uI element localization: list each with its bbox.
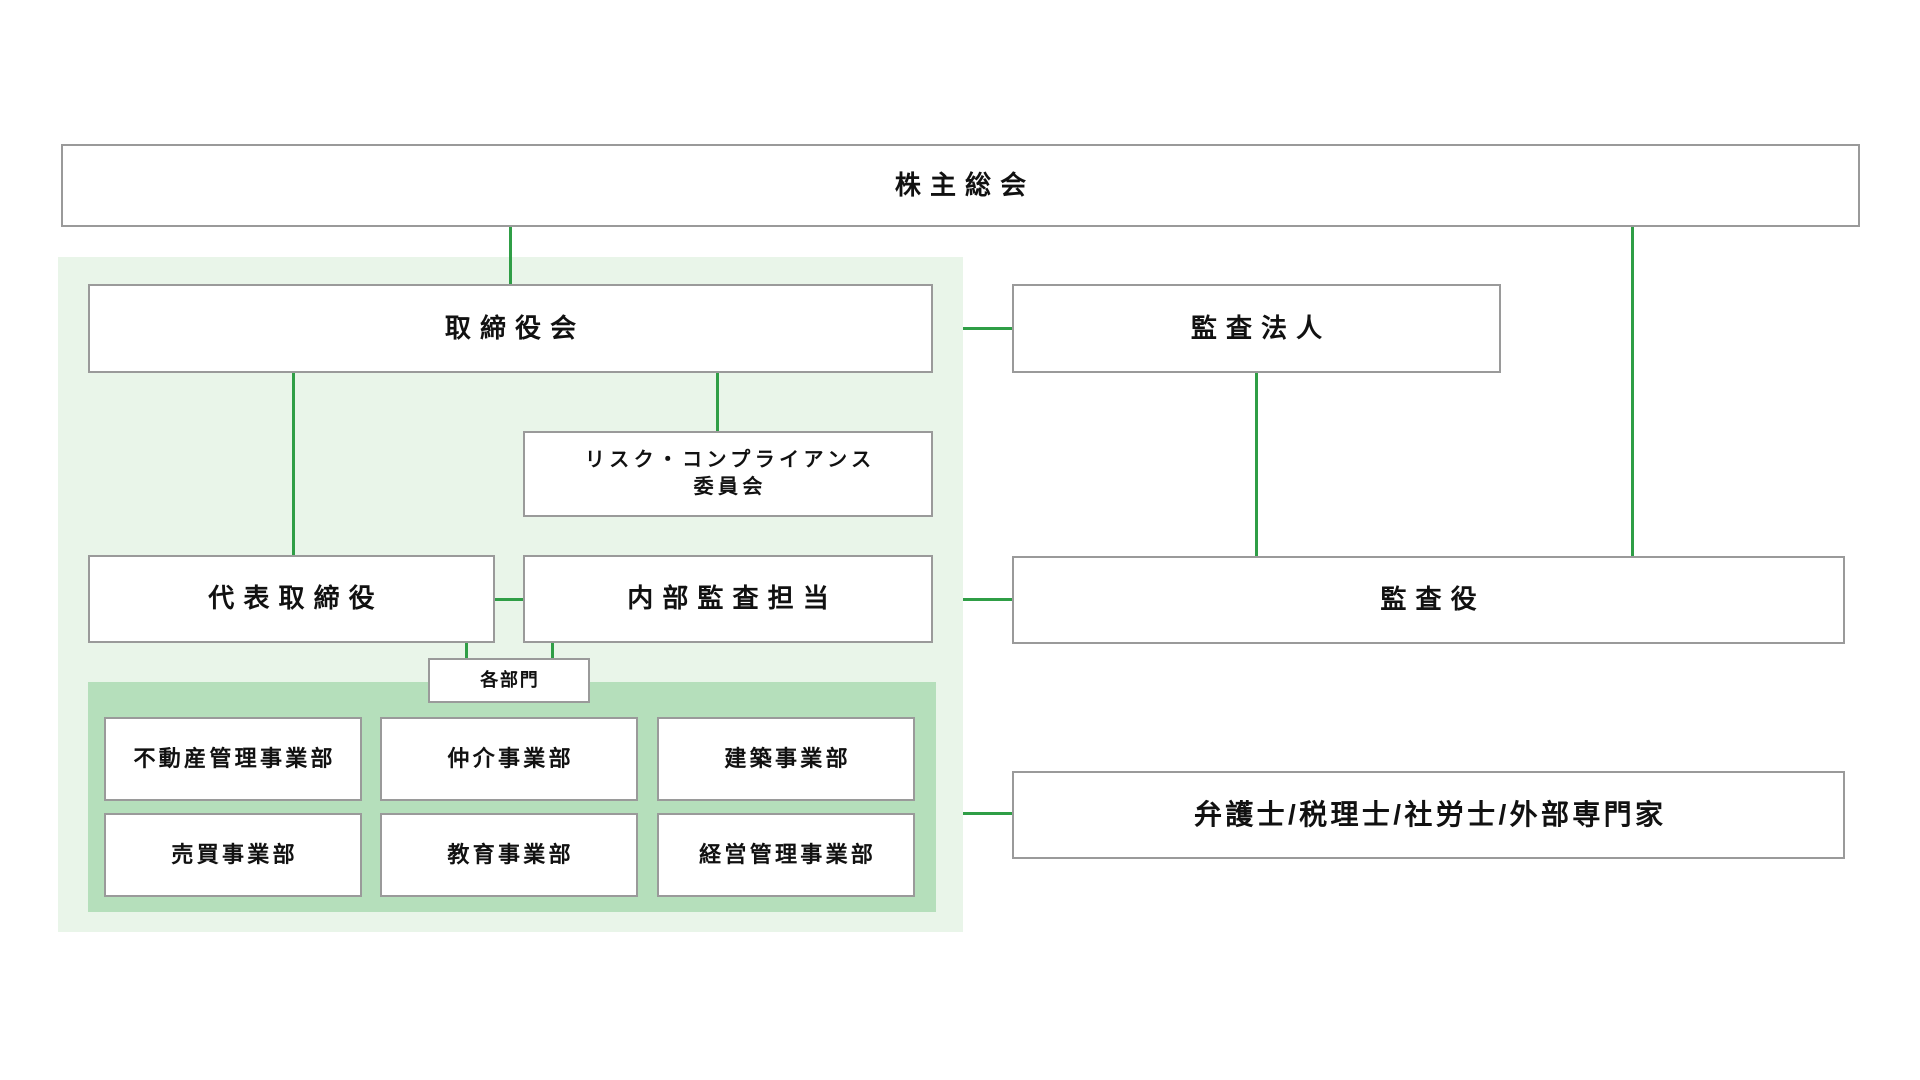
node-label: 不動産管理事業部 [133,746,336,772]
node-label: 代表取締役 [208,583,384,614]
node-dept-real-estate-management: 不動産管理事業部 [104,717,362,801]
node-label: 売買事業部 [171,842,298,868]
connector-board-to-audit-corporation [963,327,1012,330]
node-risk-compliance-committee: リスク・コンプライアンス 委員会 [523,431,933,517]
node-label: 経営管理事業部 [699,842,877,868]
node-label: 監査法人 [1190,312,1332,343]
node-label: 各部門 [480,670,540,691]
connector-shareholders-to-board [509,227,512,284]
node-label: 株主総会 [894,169,1036,200]
node-corporate-auditor: 監査役 [1012,556,1845,644]
connector-board-to-risk-committee [716,373,719,431]
node-label: 弁護士/税理士/社労士/外部専門家 [1193,799,1667,831]
node-audit-corporation: 監査法人 [1012,284,1501,373]
connector-audit-corporation-to-auditor [1255,373,1258,556]
node-label-line2: 委員会 [693,476,767,498]
node-label-line1: リスク・コンプライアンス [584,449,876,471]
node-departments-label: 各部門 [428,658,590,703]
node-dept-corporate-management: 経営管理事業部 [657,813,915,897]
node-board-of-directors: 取締役会 [88,284,933,373]
node-external-experts: 弁護士/税理士/社労士/外部専門家 [1012,771,1845,859]
node-shareholders-meeting: 株主総会 [61,144,1860,227]
node-label: 監査役 [1380,584,1486,615]
connector-internal-audit-to-auditor [963,598,1012,601]
connector-representative-to-internal-audit [495,598,523,601]
node-label: 教育事業部 [447,842,574,868]
node-dept-construction: 建築事業部 [657,717,915,801]
connector-internal-audit-to-departments [551,643,554,658]
connector-representative-to-departments [465,643,468,658]
node-internal-audit: 内部監査担当 [523,555,933,643]
node-dept-education: 教育事業部 [380,813,638,897]
connector-board-to-representative-director [292,373,295,555]
node-dept-sales: 売買事業部 [104,813,362,897]
node-dept-brokerage: 仲介事業部 [380,717,638,801]
node-representative-director: 代表取締役 [88,555,495,643]
node-label: 建築事業部 [724,746,851,772]
connector-shareholders-to-auditor [1631,227,1634,556]
node-label: 取締役会 [444,312,586,343]
node-label: 内部監査担当 [627,583,838,614]
node-label: 仲介事業部 [447,746,574,772]
connector-departments-to-external-experts [963,812,1012,815]
